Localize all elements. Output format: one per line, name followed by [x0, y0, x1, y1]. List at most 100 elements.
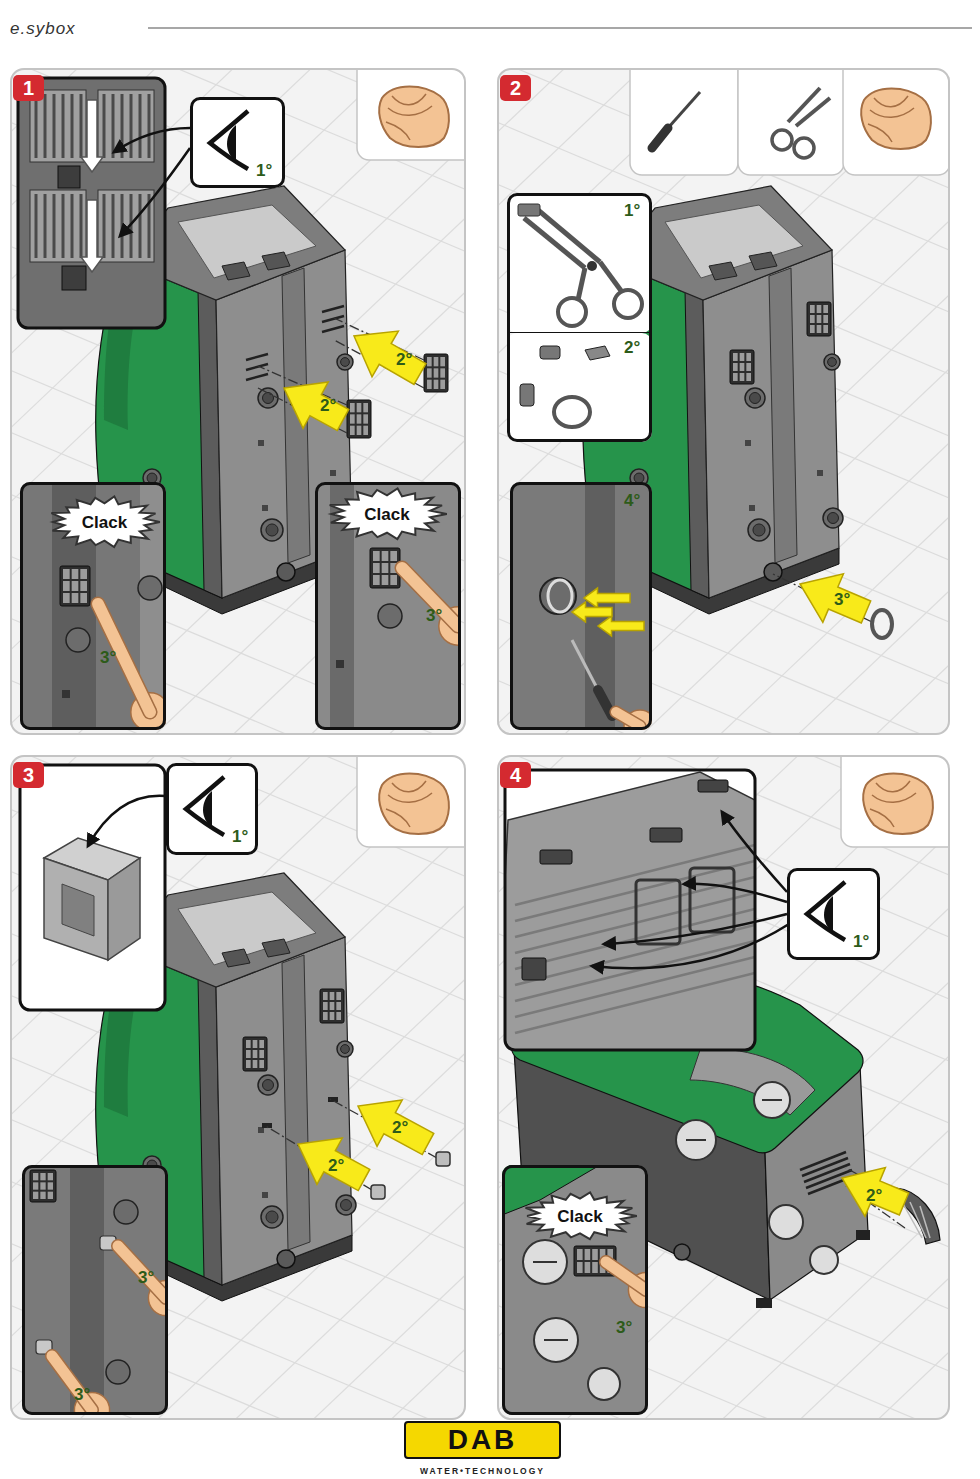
pump-back-channel [282, 955, 310, 1250]
vent-cell [33, 1192, 38, 1199]
direction-arrow [81, 200, 103, 272]
vent-cell [740, 373, 745, 381]
vent-grid [243, 1037, 267, 1071]
vent-tab [58, 166, 80, 188]
pump-port-inner [263, 393, 274, 404]
vent-cell [63, 569, 70, 579]
hand-finger-line [392, 781, 426, 792]
clack-burst: Clack [46, 494, 163, 550]
vent-cell [823, 315, 828, 323]
callout-number: 3° [426, 606, 442, 625]
pump-port [138, 576, 162, 600]
vent-slat [130, 94, 133, 158]
detail-inset: 3°3° [22, 1165, 168, 1415]
clipped-group [18, 78, 165, 328]
vent-opening [98, 190, 154, 262]
inset-ground [507, 193, 652, 333]
pump-handle [262, 939, 290, 957]
vent-cell [373, 575, 380, 585]
vent-cell [810, 305, 815, 313]
vent-cell [40, 1182, 45, 1189]
clip-side [108, 858, 140, 960]
pressing-hand [52, 1356, 110, 1415]
hand-thumb-line [386, 809, 410, 827]
vent-cell [434, 357, 439, 366]
eye-pointer-arrow [592, 924, 789, 968]
pressing-hand [606, 1262, 648, 1308]
hand-thumb-line [386, 122, 410, 140]
pliers-arm [578, 268, 585, 300]
sound-effect-text: Clack [364, 505, 409, 524]
vent-cell [390, 575, 397, 585]
clipped-group [315, 482, 461, 730]
finger-outline [402, 568, 458, 626]
vent-cell [382, 551, 389, 561]
hand-finger-line [392, 94, 426, 105]
eye-box-ground [166, 763, 258, 855]
pump-port [337, 1041, 353, 1057]
vent-cell [336, 992, 341, 1000]
callout-number: 1° [232, 827, 248, 846]
clamp-tip [518, 204, 540, 216]
step-number: 2 [500, 75, 531, 101]
vent-cell [823, 305, 828, 313]
pump-notch [817, 470, 823, 476]
eye-iris [203, 791, 212, 827]
vent-cell [740, 353, 745, 361]
eye-outline [210, 111, 248, 169]
pliers-icon [772, 88, 830, 158]
tool-box [630, 68, 738, 175]
vent-cell [259, 1060, 264, 1068]
pump-handle [709, 262, 737, 280]
vent-cell [746, 373, 751, 381]
panel-floor [10, 755, 466, 1420]
vent-slat [44, 194, 47, 258]
vent-cell [63, 593, 70, 603]
eye-pointer-arrow [114, 128, 190, 152]
pump-notch [62, 690, 70, 698]
pump-port-inner [341, 1200, 352, 1211]
hand-thumb-line [868, 124, 892, 142]
vent-cell [33, 1173, 38, 1180]
inset-ground [315, 482, 461, 730]
pump-notch [262, 505, 268, 511]
hand-shape [379, 774, 449, 835]
detail-inset: 3°Clack [502, 1165, 648, 1415]
sound-effect-text: Clack [557, 1207, 602, 1226]
vent-slat [53, 94, 56, 158]
finger [118, 1246, 166, 1298]
floor-tile-line [10, 68, 466, 290]
vent-cell [817, 325, 822, 333]
pump-back-channel [769, 268, 797, 563]
front-cap [588, 1368, 620, 1400]
vent-grid [424, 354, 448, 392]
pump-handle [222, 262, 250, 280]
pump-port-inner [828, 513, 839, 524]
finger [98, 604, 150, 712]
vent-cell [72, 593, 79, 603]
eye-pointer-arrow [684, 884, 787, 902]
vent-slat [71, 94, 74, 158]
vent-cell [323, 1002, 328, 1010]
pump-port [106, 1360, 130, 1384]
vent-cell [48, 1192, 53, 1199]
screwdriver-shaft [668, 92, 700, 128]
step-number: 3 [13, 762, 44, 788]
pump-port [258, 388, 278, 408]
vent-slat [103, 94, 106, 158]
pump-port-inner [828, 358, 837, 367]
step-number: 4 [500, 762, 531, 788]
vent-cell [577, 1249, 583, 1260]
hand-thumb-line [870, 809, 894, 827]
pump-notch [258, 440, 264, 446]
vent-grid [320, 989, 344, 1023]
vent-cell [817, 305, 822, 313]
finger-outline [52, 1356, 92, 1410]
vent-cell [323, 992, 328, 1000]
callout-number: 2° [866, 1186, 882, 1205]
drain-knob [277, 1250, 295, 1268]
vent-slat [80, 194, 83, 258]
pressing-hand [118, 1246, 168, 1316]
vent-cell [350, 403, 355, 412]
vent-cell [48, 1182, 53, 1189]
